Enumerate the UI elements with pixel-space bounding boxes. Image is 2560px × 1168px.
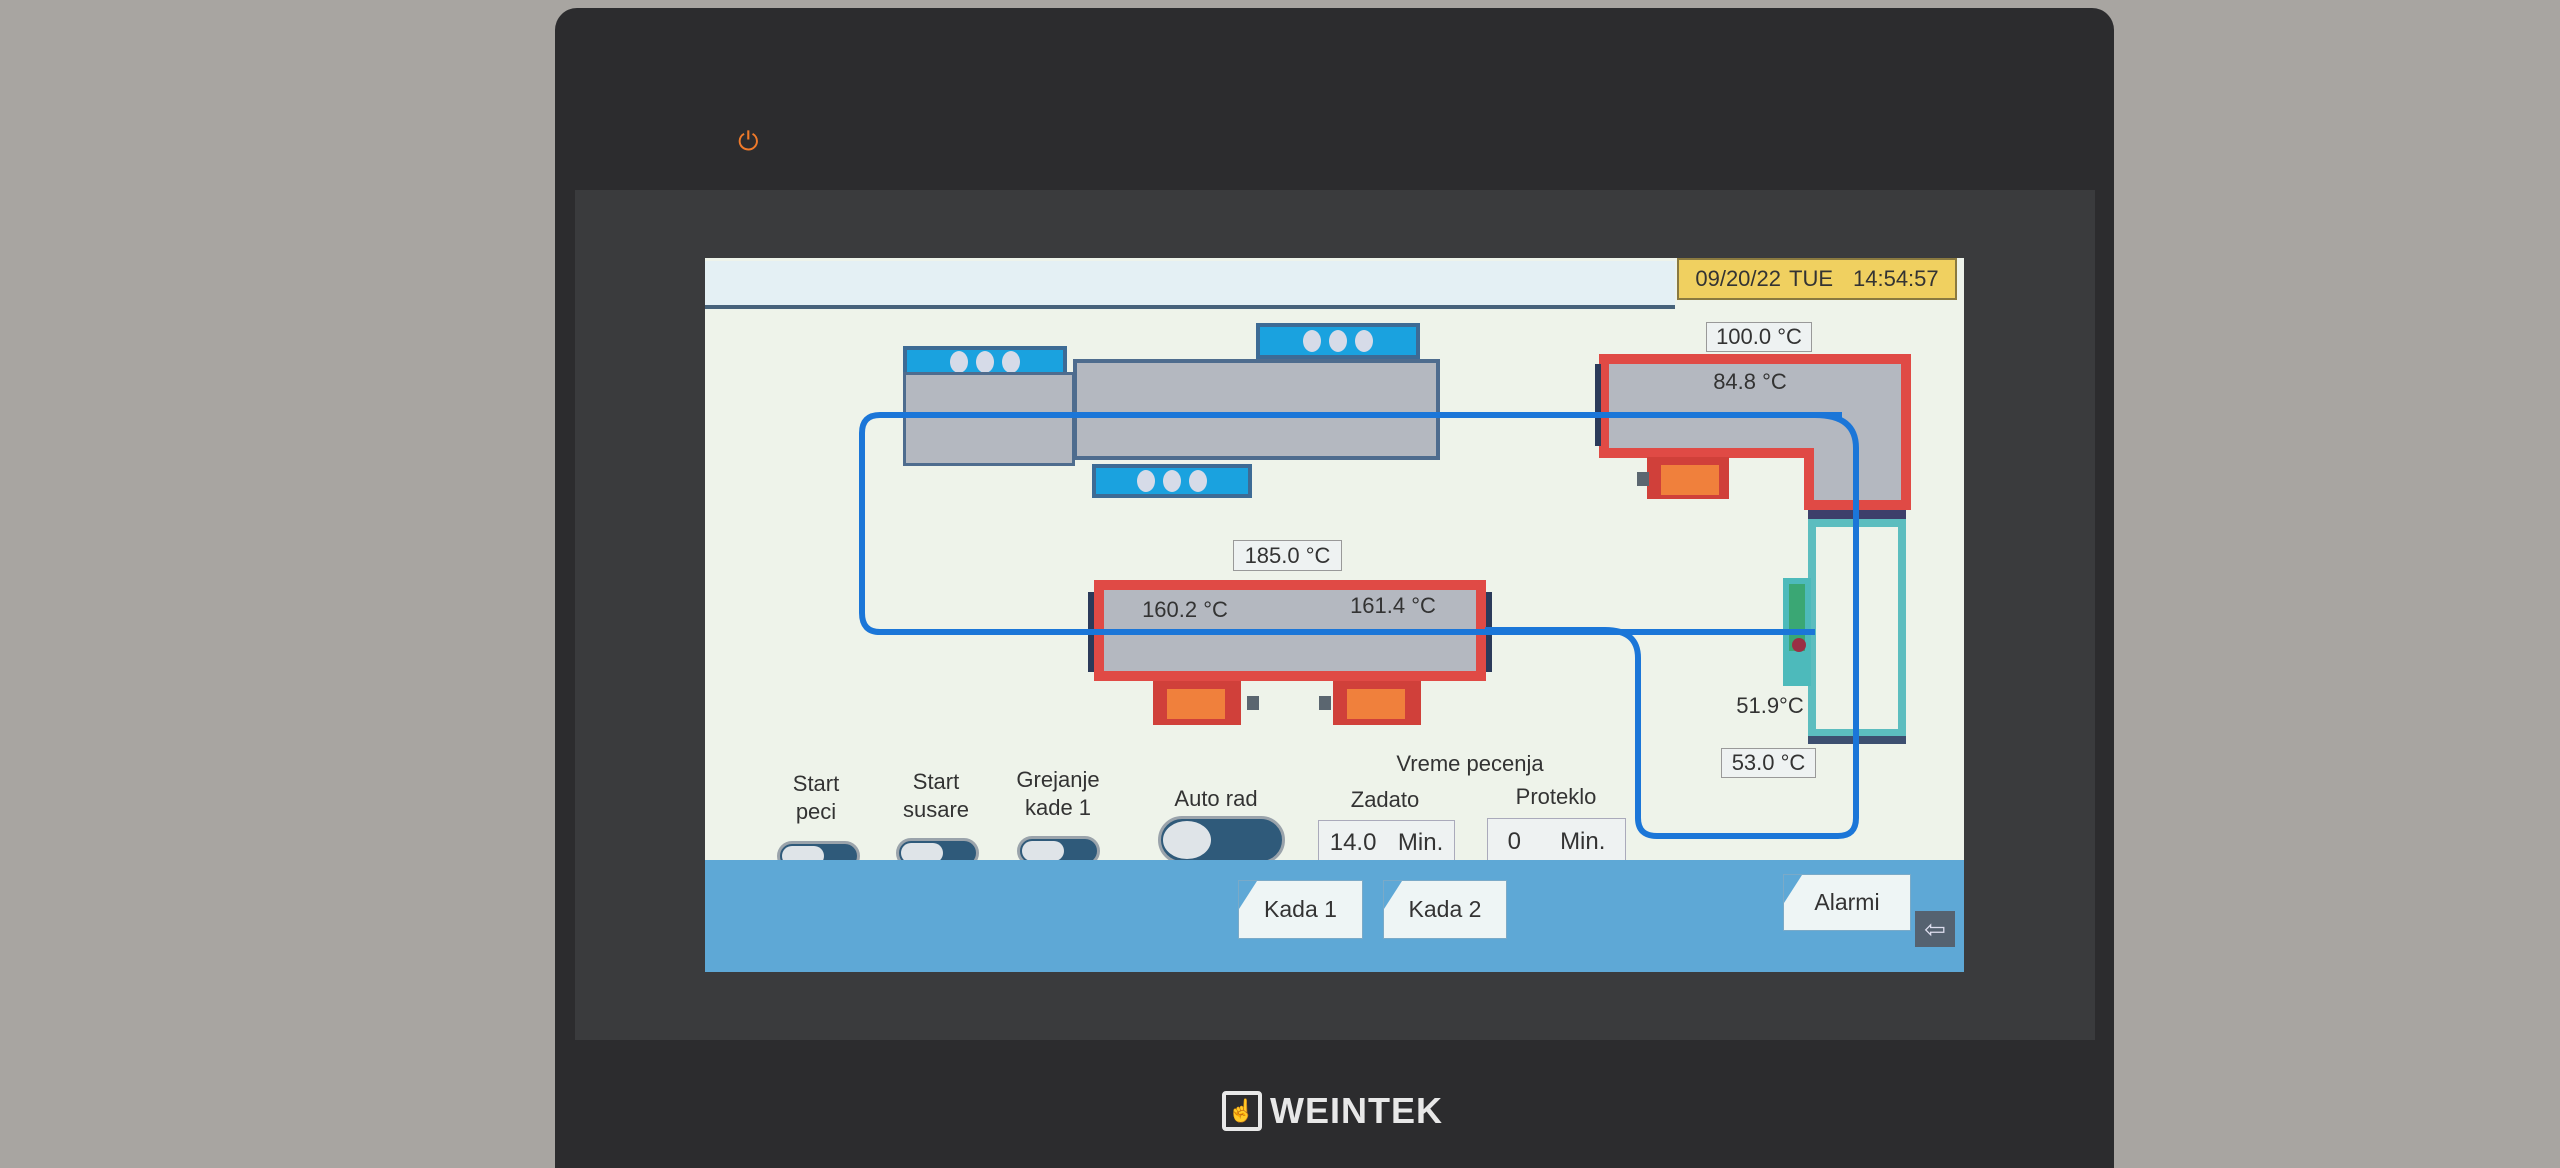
time: 14:54:57 (1853, 266, 1939, 291)
fn-corner-icon (1784, 875, 1802, 903)
back-arrow-button[interactable]: ⇦ (1915, 911, 1955, 947)
vreme-pecenja-title: Vreme pecenja (1396, 751, 1544, 776)
fn-corner-icon (1384, 881, 1402, 909)
dryer-inlet (903, 372, 1075, 466)
auto-rad-label: Auto rad (1174, 786, 1258, 811)
datetime-display: 09/20/22 TUE 14:54:57 (1677, 258, 1957, 300)
proteklo-label: Proteklo (1515, 784, 1597, 809)
bath-temp-left: 160.2 °C (1142, 597, 1228, 622)
zadato-label: Zadato (1350, 787, 1420, 812)
alarmi-button[interactable]: Alarmi (1783, 874, 1911, 931)
fan-unit-3 (1092, 464, 1252, 498)
pump-indicator-icon (1792, 638, 1806, 652)
brand-name: WEINTEK (1270, 1090, 1443, 1131)
dryer-chamber (1073, 359, 1440, 460)
bath-burner-2 (1319, 681, 1421, 725)
day: TUE (1789, 266, 1833, 291)
brand-logo: ☝WEINTEK (1222, 1090, 1443, 1132)
bath-setpoint[interactable]: 185.0 °C (1233, 540, 1342, 571)
fan-unit-2 (1256, 323, 1420, 359)
cooler-setpoint[interactable]: 53.0 °C (1721, 748, 1816, 778)
power-icon: ⏻ (738, 126, 759, 156)
auto-rad-toggle[interactable] (1158, 816, 1285, 864)
title-bar (705, 261, 1675, 309)
bath-temp-right: 161.4 °C (1350, 593, 1436, 618)
oven-door (1595, 364, 1601, 446)
oven-setpoint[interactable]: 100.0 °C (1706, 322, 1812, 352)
hmi-screen: 09/20/22 TUE 14:54:57 100.0 °C 84.8 °C 5… (705, 258, 1964, 972)
kada-2-button[interactable]: Kada 2 (1383, 880, 1507, 939)
oven-temp: 84.8 °C (1713, 369, 1787, 394)
fn-corner-icon (1239, 881, 1257, 909)
conveyor-line (859, 412, 1859, 839)
bath-burner-1 (1153, 681, 1259, 725)
weintek-hand-icon: ☝ (1222, 1091, 1262, 1131)
date: 09/20/22 (1695, 266, 1781, 291)
kada-1-button[interactable]: Kada 1 (1238, 880, 1363, 939)
cooler-temp: 51.9°C (1736, 693, 1804, 718)
oven-burner (1637, 457, 1729, 499)
